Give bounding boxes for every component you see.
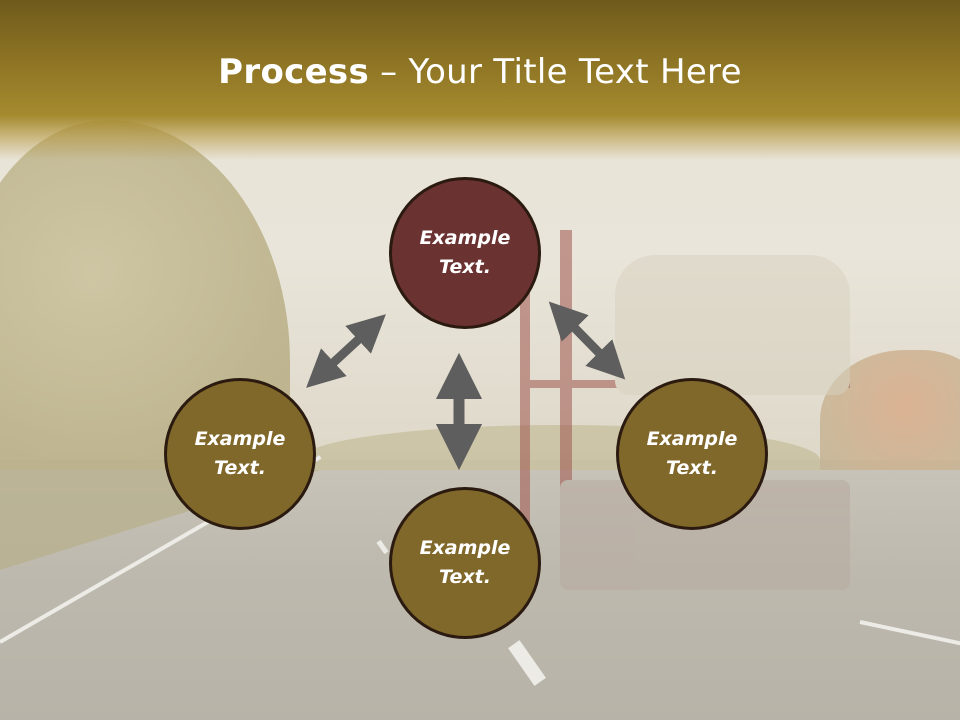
process-node-right-text: Example Text. bbox=[646, 428, 738, 479]
process-node-top-text: Example Text. bbox=[419, 227, 511, 278]
process-node-left: Example Text. bbox=[164, 378, 316, 530]
process-node-right: Example Text. bbox=[616, 378, 768, 530]
process-node-bottom: Example Text. bbox=[389, 487, 541, 639]
double-arrow-top-left bbox=[306, 314, 386, 388]
title-rest: – Your Title Text Here bbox=[369, 52, 742, 92]
process-node-bottom-text: Example Text. bbox=[419, 537, 511, 588]
double-arrow-top-right bbox=[548, 301, 626, 380]
title-bold: Process bbox=[218, 52, 370, 92]
car-on-trailer bbox=[615, 255, 850, 395]
process-node-left-text: Example Text. bbox=[194, 428, 286, 479]
process-node-top: Example Text. bbox=[389, 177, 541, 329]
title-bar bbox=[0, 0, 960, 160]
slide-title: Process – Your Title Text Here bbox=[0, 52, 960, 92]
